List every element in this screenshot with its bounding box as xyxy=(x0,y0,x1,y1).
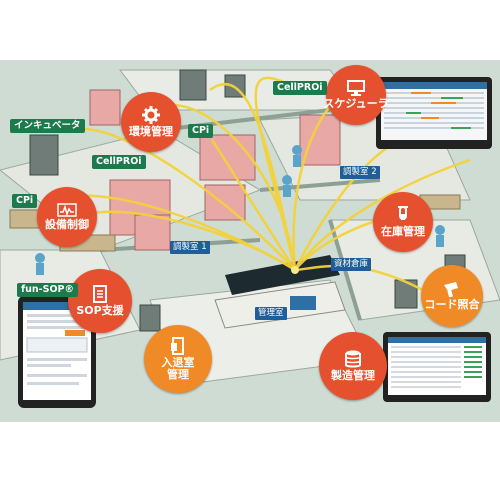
database-icon xyxy=(345,350,361,368)
pulse-icon xyxy=(57,203,77,217)
scheduler-label: スケジューラ xyxy=(323,97,389,110)
room-prep-2: 調製室 2 xyxy=(340,166,380,179)
sop-support-label: SOP支援 xyxy=(76,304,124,317)
env-mgmt-badge: 環境管理 xyxy=(121,92,181,152)
tag-cpi-left: CPi xyxy=(12,194,38,208)
inventory-label: 在庫管理 xyxy=(381,225,425,238)
room-material-warehouse: 資材倉庫 xyxy=(331,258,372,271)
test-tube-icon xyxy=(398,206,408,220)
room-prep-1: 調製室 1 xyxy=(170,241,210,254)
scheduler-screen-content xyxy=(381,82,487,129)
tag-incubator: インキュベータ xyxy=(10,119,85,133)
manufacturing-monitor xyxy=(383,332,491,402)
tag-cpi-center: CPi xyxy=(188,124,214,138)
barcode-scanner-icon xyxy=(444,282,458,297)
gear-icon xyxy=(142,106,160,124)
sop-screen-content xyxy=(23,302,91,385)
code-check-label: コード照合 xyxy=(424,298,480,311)
inventory-badge: 在庫管理 xyxy=(373,192,433,252)
sop-support-badge: SOP支援 xyxy=(68,269,132,333)
tag-cellproi-top: CellPROi xyxy=(273,81,327,95)
facility-ctrl-label: 設備制御 xyxy=(45,218,89,231)
scheduler-monitor xyxy=(376,77,492,149)
code-check-badge: コード照合 xyxy=(421,265,483,327)
room-control: 管理室 xyxy=(255,307,287,320)
document-icon xyxy=(93,285,107,303)
env-mgmt-label: 環境管理 xyxy=(129,125,173,138)
manufacturing-screen-content xyxy=(388,337,486,388)
tag-fun-sop: fun-SOP® xyxy=(17,283,78,297)
manufacturing-label: 製造管理 xyxy=(331,369,375,382)
monitor-icon xyxy=(347,80,365,96)
manufacturing-badge: 製造管理 xyxy=(319,332,387,400)
door-card-icon xyxy=(171,337,184,355)
tag-cellproi-left: CellPROi xyxy=(92,155,146,169)
entry-exit-badge: 入退室 管理 xyxy=(144,325,212,393)
scheduler-badge: スケジューラ xyxy=(323,65,389,125)
entry-exit-label: 入退室 管理 xyxy=(161,356,195,381)
facility-ctrl-badge: 設備制御 xyxy=(37,187,97,247)
